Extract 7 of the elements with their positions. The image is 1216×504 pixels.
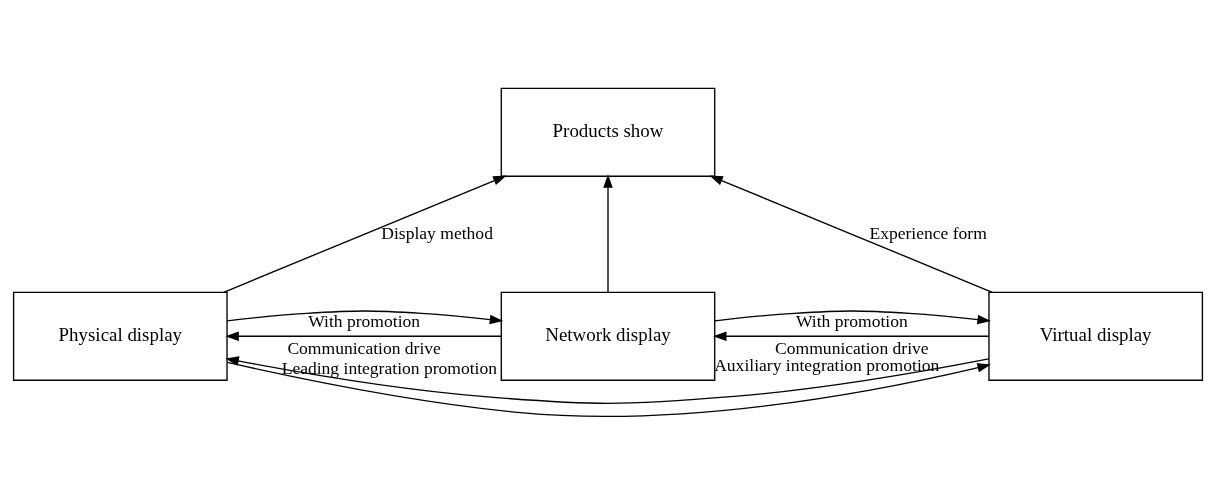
edge-label: Communication drive [287,337,441,358]
edge-label: With promotion [308,310,421,331]
edge-label: Display method [381,222,493,243]
edge-label: With promotion [795,310,908,331]
edge-label: Leading integration promotion [281,357,498,378]
edge-label: Experience form [869,222,987,243]
edge-label: Communication drive [775,337,929,358]
